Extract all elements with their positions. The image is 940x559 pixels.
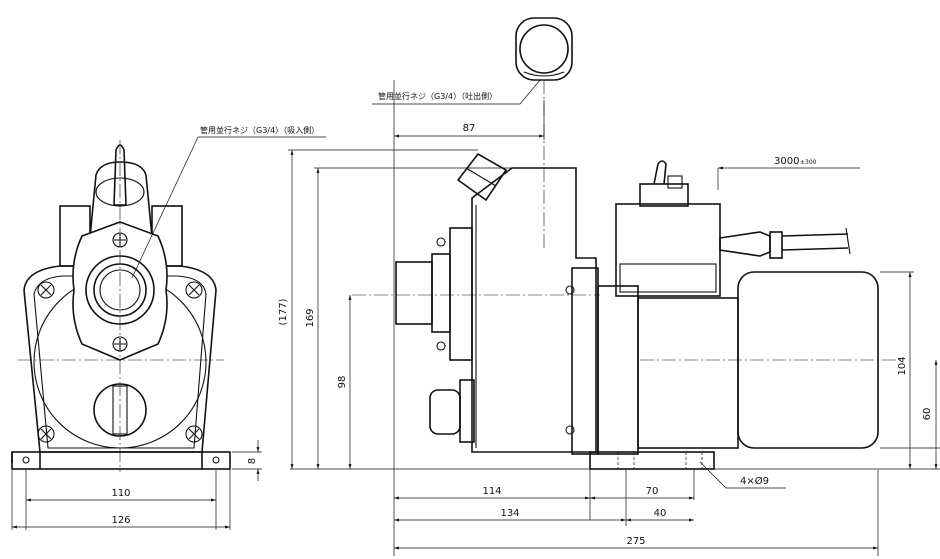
front-base-hole-right [212,456,220,464]
front-inlet-bore [99,269,141,311]
motor-front-cap [597,285,639,455]
motor-body [637,297,739,449]
dim-3000: 3000 [774,156,799,167]
front-base-feet [11,452,203,469]
outlet-fitting-lip [523,71,565,77]
dim-70: 70 [646,486,659,497]
side-front-flange [449,227,473,361]
outlet-thread-label: 管用並行ネジ（G3/4）（吐出側） [378,91,497,101]
switch-box [615,203,721,297]
switch-housing [639,183,689,207]
side-inlet-connector [395,261,433,325]
side-priming-plug-line [465,167,497,187]
side-bolt-bottom [436,341,446,351]
inlet-thread-label: 管用並行ネジ（G3/4）（吸入側） [200,125,319,135]
dim-169: 169 [305,308,316,327]
dim-177: (177) [278,298,289,325]
front-base-hole-left [22,456,30,464]
front-view [11,140,231,472]
dim-60: 60 [922,408,933,421]
side-casing [471,167,597,453]
dim-8: 8 [247,458,258,464]
side-dimensions [288,79,940,556]
switch-knob [667,175,683,189]
holes-leader [699,461,786,489]
outlet-fitting-outer [515,17,573,81]
holes-label: 4×Ø9 [740,475,769,487]
side-bolt-top [436,237,446,247]
dim-110: 110 [111,488,130,499]
side-priming-plug [456,152,508,202]
dim-134: 134 [500,508,519,519]
cable-nut [769,231,783,259]
side-drain-plug [429,389,461,435]
switch-box-base [619,263,717,293]
cable-break [845,227,851,255]
switch-lever [653,160,667,185]
side-bracket [571,267,599,455]
dim-114: 114 [482,486,501,497]
front-priming-plug [113,144,127,206]
side-inlet-flange [431,253,451,333]
dim-40: 40 [654,508,667,519]
dim-98: 98 [337,376,348,389]
side-base-plate [589,451,715,470]
inlet-leader [131,136,326,279]
side-drain-boss [459,379,475,443]
front-dimensions [11,136,326,530]
front-base [11,451,231,470]
front-casing-inner [33,275,207,449]
side-bracket-bolt-bottom [565,425,575,435]
power-cable [781,233,849,251]
dim-3000-tolerance: ±300 [800,159,817,166]
side-view [352,17,904,470]
outlet-fitting-ring [519,24,569,74]
cable-gland [719,231,771,257]
dim-275: 275 [626,536,645,547]
outlet-leader [372,79,541,105]
dim-104: 104 [897,356,908,375]
dim-126: 126 [111,515,130,526]
dim-87: 87 [463,123,476,134]
side-bracket-bolt-top [565,285,575,295]
